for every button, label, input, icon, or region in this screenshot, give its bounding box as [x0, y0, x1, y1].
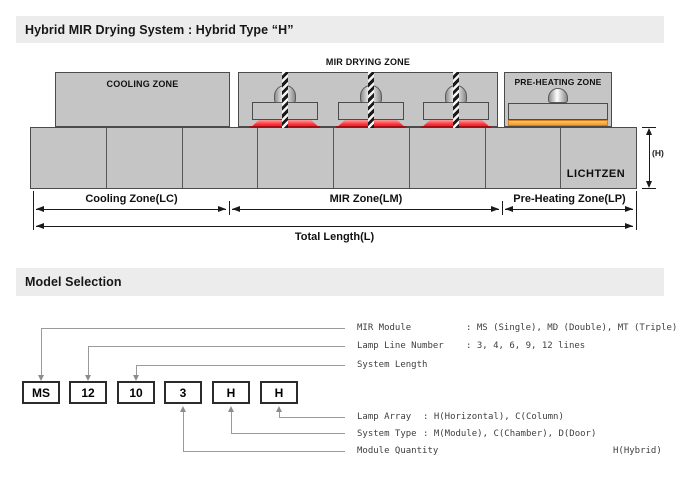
legend-label-system-type: System Type — [357, 429, 417, 439]
arrowhead-down-icon — [38, 375, 44, 381]
base-segment — [258, 128, 334, 188]
mir-lamp-module — [250, 72, 320, 128]
connector-line — [231, 433, 345, 434]
dim-extension-line — [229, 201, 230, 215]
base-segment — [334, 128, 410, 188]
lamp-rod-icon — [368, 72, 374, 128]
height-dim-line — [649, 134, 650, 182]
arrowhead-up-icon — [180, 406, 186, 412]
arrowhead-left-icon — [232, 206, 240, 212]
preheat-glow — [508, 120, 608, 126]
preheat-zone-dim-label: Pre-Heating Zone(LP) — [513, 193, 626, 205]
connector-line — [41, 328, 42, 375]
arrowhead-up-icon — [646, 128, 652, 135]
connector-line — [279, 417, 345, 418]
arrowhead-right-icon — [491, 206, 499, 212]
arrowhead-left-icon — [36, 223, 44, 229]
base-segment — [107, 128, 183, 188]
connector-line — [183, 412, 184, 451]
legend-value-lamp-array: : H(Horizontal), C(Column) — [423, 412, 564, 422]
legend-value-lamp-lines: : 3, 4, 6, 9, 12 lines — [466, 341, 586, 351]
model-code-box-system-type: H — [212, 381, 250, 404]
legend-label-mir-module: MIR Module — [357, 323, 412, 333]
base-segment — [410, 128, 486, 188]
arrowhead-right-icon — [625, 206, 633, 212]
base-segment — [183, 128, 259, 188]
arrowhead-right-icon — [218, 206, 226, 212]
arrowhead-right-icon — [625, 223, 633, 229]
connector-line — [88, 346, 345, 347]
mir-drying-zone-title: MIR DRYING ZONE — [325, 57, 411, 67]
preheat-housing — [508, 103, 608, 120]
total-length-dim-label: Total Length(L) — [294, 231, 375, 243]
connector-line — [183, 451, 345, 452]
legend-label-module-qty: Module Quantity — [357, 446, 439, 456]
preheat-dome-icon — [548, 88, 568, 103]
model-code-box-lamp-lines: 12 — [69, 381, 107, 404]
connector-line — [41, 328, 345, 329]
preheating-zone-label: PRE-HEATING ZONE — [514, 77, 602, 87]
dim-extension-line — [636, 191, 637, 230]
model-code-box-lamp-array: H — [260, 381, 298, 404]
lamp-rod-icon — [282, 72, 288, 128]
cooling-zone-label: COOLING ZONE — [106, 79, 179, 89]
legend-value-system-type: : M(Module), C(Chamber), D(Door) — [423, 429, 597, 439]
lamp-rod-icon — [453, 72, 459, 128]
model-code-box-length: 10 — [117, 381, 155, 404]
preheat-zone-dim-arrow — [505, 206, 633, 212]
base-segment — [486, 128, 562, 188]
legend-label-lamp-lines: Lamp Line Number — [357, 341, 444, 351]
height-dim-tick-bottom — [642, 188, 656, 189]
model-code-box-mir-module: MS — [22, 381, 60, 404]
connector-line — [88, 346, 89, 375]
height-dim-label: (H) — [652, 148, 664, 158]
model-selection-header: Model Selection — [16, 268, 664, 296]
mir-lamp-module — [421, 72, 491, 128]
legend-label-system-length: System Length — [357, 360, 428, 370]
arrowhead-left-icon — [505, 206, 513, 212]
mir-zone-dim-arrow — [232, 206, 499, 212]
conveyor-base — [30, 127, 637, 189]
connector-line — [279, 412, 280, 417]
arrowhead-down-icon — [646, 181, 652, 188]
legend-hybrid-note: H(Hybrid) — [613, 446, 662, 456]
model-selection-title: Model Selection — [25, 275, 122, 289]
legend-value-mir-module: : MS (Single), MD (Double), MT (Triple) — [466, 323, 678, 333]
arrowhead-left-icon — [36, 206, 44, 212]
system-section-title: Hybrid MIR Drying System : Hybrid Type “… — [25, 22, 294, 37]
arrowhead-down-icon — [85, 375, 91, 381]
connector-line — [136, 365, 345, 366]
arrowhead-up-icon — [228, 406, 234, 412]
cooling-zone-dim-label: Cooling Zone(LC) — [85, 193, 178, 205]
total-length-dim-arrow — [36, 223, 633, 229]
connector-line — [231, 412, 232, 433]
model-code-box-module-qty: 3 — [164, 381, 202, 404]
legend-label-lamp-array: Lamp Array — [357, 412, 412, 422]
base-segment — [31, 128, 107, 188]
dim-extension-line — [502, 201, 503, 215]
arrowhead-up-icon — [276, 406, 282, 412]
mir-lamp-module — [336, 72, 406, 128]
arrowhead-down-icon — [133, 375, 139, 381]
mir-zone-dim-label: MIR Zone(LM) — [329, 193, 403, 205]
system-section-header: Hybrid MIR Drying System : Hybrid Type “… — [16, 16, 664, 43]
dim-extension-line — [33, 191, 34, 230]
cooling-zone-box — [55, 72, 230, 127]
cooling-zone-dim-arrow — [36, 206, 226, 212]
connector-line — [136, 365, 137, 375]
brand-logo: LICHTZEN — [566, 168, 626, 180]
height-dim-tick-top — [642, 127, 656, 128]
